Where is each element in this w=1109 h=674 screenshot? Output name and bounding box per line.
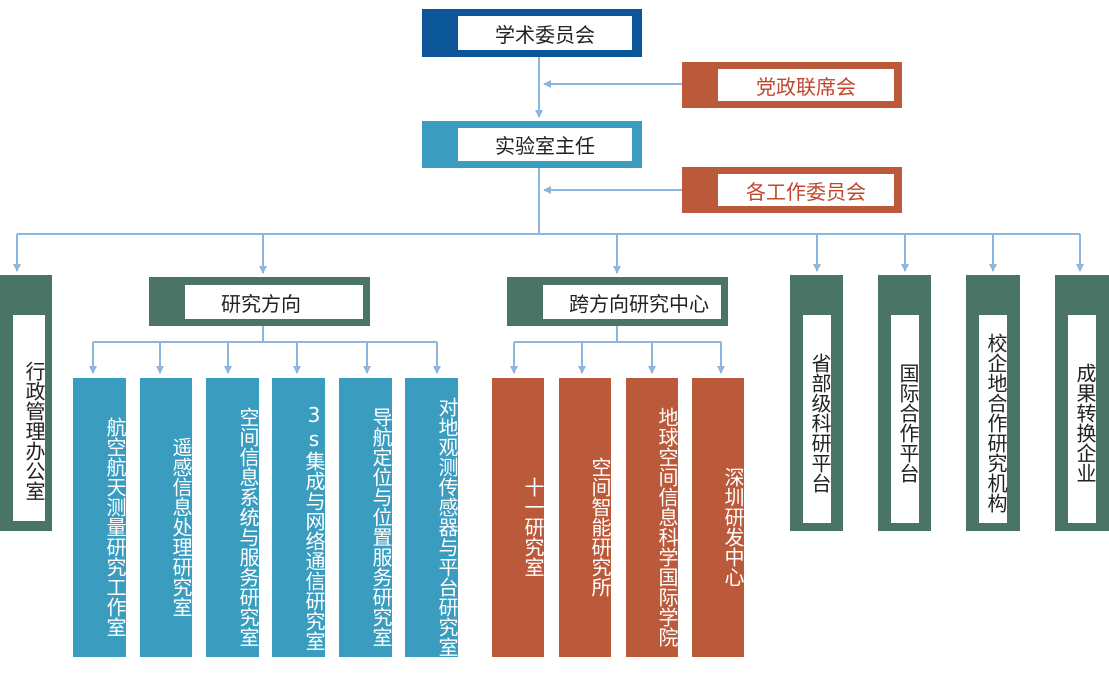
platform-achievement-enterprise: 成果转换企业 — [1055, 275, 1109, 531]
research-lab-3: 空间信息系统与服务研究室 — [206, 378, 260, 657]
platform-international: 国际合作平台 — [878, 275, 931, 531]
research-directions-label: 研究方向 — [185, 285, 363, 319]
academic-committee-label: 学术委员会 — [458, 16, 632, 50]
cross-center-1: 十一研究室 — [492, 378, 545, 657]
cross-center-4: 深圳研发中心 — [692, 378, 745, 657]
admin-office-label: 行政管理办公室 — [13, 315, 46, 521]
admin-office-box: 行政管理办公室 — [0, 275, 52, 531]
lab-director-label: 实验室主任 — [458, 128, 632, 161]
party-meeting-box: 党政联席会 — [682, 62, 902, 108]
work-committees-box: 各工作委员会 — [682, 167, 902, 213]
lab-director-box: 实验室主任 — [422, 121, 642, 168]
research-lab-4: 3s集成与网络通信研究室 — [272, 378, 326, 657]
research-lab-5: 导航定位与位置服务研究室 — [339, 378, 393, 657]
cross-direction-center-label: 跨方向研究中心 — [543, 285, 721, 319]
academic-committee-box: 学术委员会 — [422, 9, 642, 57]
research-lab-1: 航空航天测量研究工作室 — [73, 378, 127, 657]
platform-provincial: 省部级科研平台 — [790, 275, 843, 531]
research-lab-6: 对地观测传感器与平台研究室 — [405, 378, 459, 657]
cross-center-2: 空间智能研究所 — [559, 378, 612, 657]
platform-provincial-label: 省部级科研平台 — [803, 315, 832, 523]
platform-school-enterprise-label: 校企地合作研究机构 — [979, 315, 1008, 523]
platform-international-label: 国际合作平台 — [891, 315, 920, 523]
research-directions-box: 研究方向 — [149, 277, 370, 326]
platform-school-enterprise: 校企地合作研究机构 — [966, 275, 1020, 531]
party-meeting-label: 党政联席会 — [718, 69, 894, 101]
research-lab-2: 遥感信息处理研究室 — [140, 378, 193, 657]
cross-direction-center-box: 跨方向研究中心 — [507, 277, 728, 326]
platform-achievement-enterprise-label: 成果转换企业 — [1068, 315, 1097, 523]
cross-center-3: 地球空间信息科学国际学院 — [626, 378, 679, 657]
work-committees-label: 各工作委员会 — [718, 174, 894, 206]
